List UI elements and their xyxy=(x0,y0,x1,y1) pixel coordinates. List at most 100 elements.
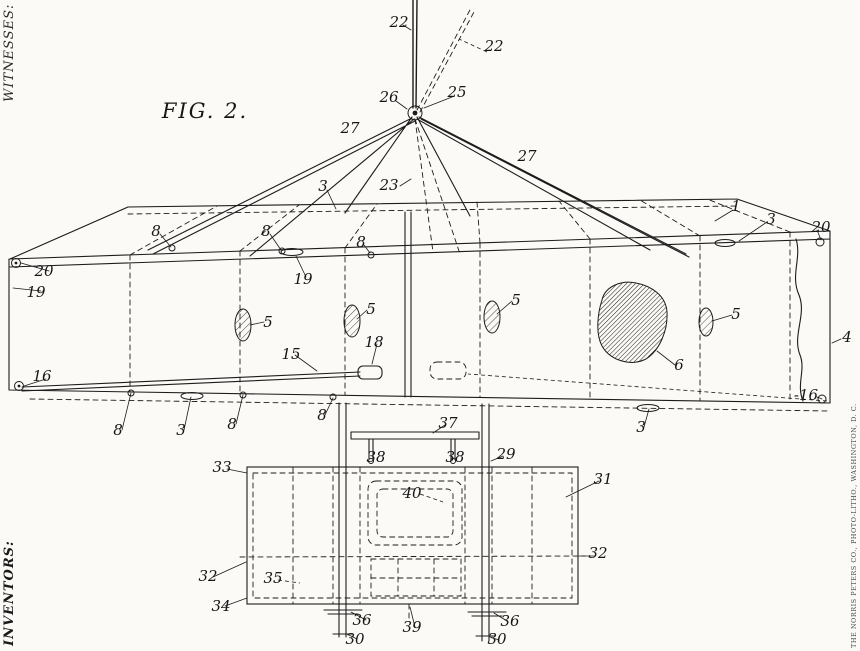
operator-frame-40-inner xyxy=(376,488,454,538)
part-label-15: 15 xyxy=(281,345,300,363)
part-label-29: 29 xyxy=(495,445,516,463)
hanger-ring xyxy=(450,458,456,464)
corner-ring-16-right xyxy=(817,394,827,404)
part-label-32-left: 32 xyxy=(198,567,217,585)
part-label-8-f: 8 xyxy=(317,406,327,424)
center-king-post xyxy=(404,211,412,398)
part-label-8-b: 8 xyxy=(261,222,271,240)
part-label-3-c: 3 xyxy=(176,421,186,439)
trim-cable-15 xyxy=(21,371,361,392)
part-label-3-right: 3 xyxy=(766,210,776,228)
part-label-19-mid: 19 xyxy=(293,270,313,288)
figure-title: FIG. 2. xyxy=(161,99,248,123)
corner-ring-16-left xyxy=(14,381,24,391)
apex-pin xyxy=(412,110,418,116)
grip-bracket-18 xyxy=(357,365,383,380)
grommet xyxy=(239,391,247,399)
car-mid-rail-32-dashed xyxy=(239,555,586,558)
witnesses-label: WITNESSES: xyxy=(2,4,17,102)
grommet xyxy=(127,389,135,397)
main-plane xyxy=(8,198,831,412)
pocket-5-d xyxy=(698,307,714,337)
part-label-38-right: 38 xyxy=(445,448,464,466)
part-label-26: 26 xyxy=(378,88,399,106)
cross-bar-37 xyxy=(350,431,480,440)
part-label-30-right: 30 xyxy=(487,630,507,648)
part-label-8-c: 8 xyxy=(356,233,366,251)
part-label-5-a: 5 xyxy=(263,313,273,331)
leader-lines-dashed xyxy=(277,38,488,584)
part-label-3-d: 3 xyxy=(636,418,646,436)
part-label-36-left: 36 xyxy=(352,611,372,629)
part-label-8-d: 8 xyxy=(113,421,123,439)
pocket-5-b xyxy=(343,304,361,338)
corner-pin xyxy=(14,261,18,265)
part-label-32-right: 32 xyxy=(588,544,607,562)
lithographer-credit: THE NORRIS PETERS CO., PHOTO-LITHO., WAS… xyxy=(850,403,858,648)
grommet xyxy=(367,251,375,259)
part-label-8-e: 8 xyxy=(227,415,237,433)
part-label-39: 39 xyxy=(402,618,422,636)
wing-hidden-edges-dashed xyxy=(29,205,830,412)
lower-box-dashed xyxy=(370,558,462,597)
part-label-38-left: 38 xyxy=(366,448,385,466)
rod-feet-36 xyxy=(323,609,507,617)
part-label-22: 22 xyxy=(388,13,408,31)
pocket-5-a xyxy=(234,308,252,342)
part-label-27-right: 27 xyxy=(516,147,537,165)
part-label-34: 34 xyxy=(211,597,230,615)
part-label-35: 35 xyxy=(263,569,282,587)
part-label-6: 6 xyxy=(674,356,684,374)
part-label-19-left: 19 xyxy=(26,283,46,301)
part-label-5-c: 5 xyxy=(511,291,521,309)
car-body-31 xyxy=(246,466,579,605)
part-label-5-d: 5 xyxy=(731,305,741,323)
wing-outline xyxy=(8,198,831,404)
trim-cable-right-dashed xyxy=(467,373,828,402)
fabric-edge-wavy xyxy=(795,238,804,402)
opening-6 xyxy=(597,281,668,363)
rod-bottom-ticks-30 xyxy=(332,633,496,637)
part-label-33: 33 xyxy=(212,458,231,476)
part-label-16-left: 16 xyxy=(32,367,52,385)
part-label-8-a: 8 xyxy=(151,222,161,240)
car-body-inner-dashed xyxy=(252,472,573,599)
part-label-30-left: 30 xyxy=(345,630,365,648)
part-label-40: 40 xyxy=(401,484,422,502)
bridle-ropes-alternate-dashed xyxy=(414,118,461,255)
part-label-4: 4 xyxy=(841,328,852,346)
part-label-16-right: -16 xyxy=(794,386,819,404)
mast-pole xyxy=(412,0,418,109)
leader-lines xyxy=(12,24,842,641)
under-carriage xyxy=(239,402,586,642)
wing-rib-verticals xyxy=(129,231,791,403)
part-label-20-left: 20 xyxy=(33,262,54,280)
part-label-23: 23 xyxy=(378,176,398,194)
cleat-plate xyxy=(714,239,736,247)
part-label-3-top: 3 xyxy=(318,177,328,195)
margin-texts: WITNESSES: INVENTORS: THE NORRIS PETERS … xyxy=(2,4,858,648)
inventors-label: INVENTORS: xyxy=(2,540,17,647)
part-label-5-b: 5 xyxy=(366,300,376,318)
wing-rib-top-diagonals xyxy=(129,198,791,256)
grommet xyxy=(168,244,176,252)
lower-box-details-dashed xyxy=(370,558,462,623)
part-label-25: 25 xyxy=(446,83,466,101)
hangers-38 xyxy=(368,438,456,460)
mast-alternate-position-dashed xyxy=(416,7,475,113)
part-label-20-right: 20 xyxy=(810,218,831,236)
corner-pin xyxy=(17,384,21,388)
part-label-22-alt: 22 xyxy=(483,37,503,55)
hanger-ring xyxy=(368,458,374,464)
mast-and-bridle xyxy=(147,0,690,258)
pocket-5-c xyxy=(483,300,501,334)
bridle-ropes xyxy=(147,116,690,258)
annotations: FIG. 2. 22 22 26 25 27 23 27 3 8 8 8 19 … xyxy=(26,13,851,648)
hanging-rods xyxy=(338,402,490,642)
grip-bracket-alternate-dashed xyxy=(429,361,467,380)
part-label-27-left: 27 xyxy=(339,119,360,137)
part-label-36-right: 36 xyxy=(500,612,520,630)
part-label-18: 18 xyxy=(364,333,383,351)
